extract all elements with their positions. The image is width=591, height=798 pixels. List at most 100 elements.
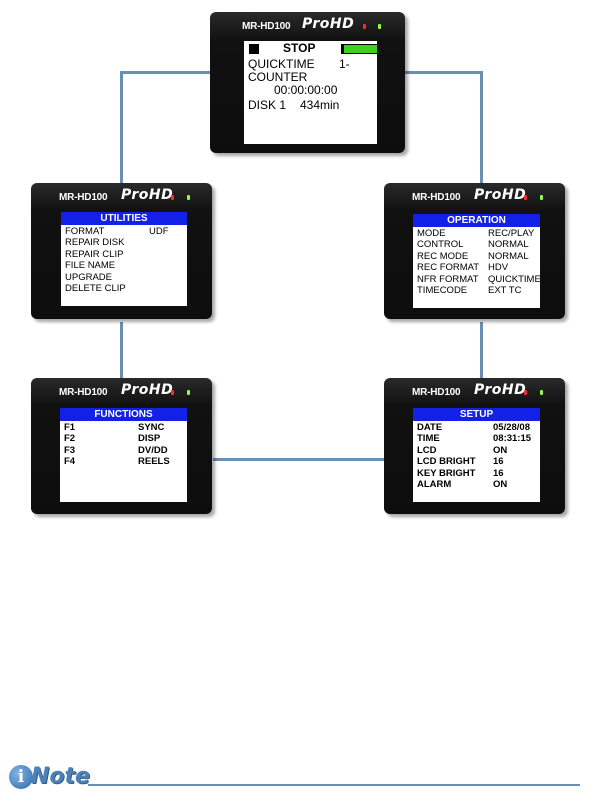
main-screen: STOP QUICKTIME 1- COUNTER 00:00:00:00 DI… <box>244 41 377 144</box>
brand-logo: ProHD <box>474 187 527 203</box>
model-label: MR-HD100 <box>242 21 291 32</box>
menu-item-repair-disk[interactable]: REPAIR DISK <box>61 237 187 248</box>
setup-row-time[interactable]: TIME 08:31:15 <box>413 433 540 444</box>
green-led-icon <box>540 195 543 200</box>
operation-title: OPERATION <box>413 214 540 227</box>
device-header: MR-HD100 ProHD <box>384 187 565 211</box>
info-icon: i <box>9 765 33 789</box>
function-value: DISP <box>138 433 161 445</box>
setup-value: 08:31:15 <box>493 433 532 445</box>
setup-value: 16 <box>493 467 504 479</box>
connector-main-to-operation <box>480 71 483 187</box>
item-label: REPAIR CLIP <box>65 248 124 260</box>
device-header: MR-HD100 ProHD <box>31 187 212 211</box>
connector-main-to-utilities-h <box>120 71 212 74</box>
softkey-sync[interactable]: SYNC <box>248 132 268 139</box>
setting-value: REC/PLAY <box>488 228 535 239</box>
setup-label: TIME <box>417 433 440 445</box>
functions-title: FUNCTIONS <box>60 408 187 421</box>
setting-label: REC MODE <box>417 250 469 262</box>
setup-label: DATE <box>417 422 443 433</box>
clip-format: QUICKTIME <box>248 57 315 71</box>
counter-label: COUNTER <box>248 70 308 84</box>
model-label: MR-HD100 <box>412 387 461 398</box>
menu-item-repair-clip[interactable]: REPAIR CLIP <box>61 249 187 260</box>
status-text: STOP <box>283 41 316 55</box>
utilities-device: MR-HD100 ProHD UTILITIES FORMAT UDF REPAI… <box>31 183 212 319</box>
softkey-disp[interactable]: DISP <box>286 132 303 139</box>
item-label: REPAIR DISK <box>65 237 125 249</box>
item-label: FILE NAME <box>65 260 116 272</box>
setup-row-key-bright[interactable]: KEY BRIGHT 16 <box>413 468 540 479</box>
brand-logo: ProHD <box>121 382 174 398</box>
utilities-screen: UTILITIES FORMAT UDF REPAIR DISK REPAIR C… <box>61 212 187 306</box>
model-label: MR-HD100 <box>412 192 461 203</box>
menu-item-upgrade[interactable]: UPGRADE <box>61 272 187 283</box>
item-label: FORMAT <box>65 226 105 237</box>
utilities-list: FORMAT UDF REPAIR DISK REPAIR CLIP FILE N… <box>61 225 187 294</box>
menu-item-delete-clip[interactable]: DELETE CLIP <box>61 283 187 294</box>
note-heading: Note <box>31 764 90 789</box>
model-label: MR-HD100 <box>59 387 108 398</box>
connector-functions-to-setup <box>213 458 384 461</box>
green-led-icon <box>378 24 381 29</box>
red-led-icon <box>363 24 366 29</box>
setup-label: LCD BRIGHT <box>417 456 476 468</box>
function-value: SYNC <box>138 422 165 433</box>
stop-icon <box>249 44 259 54</box>
green-led-icon <box>540 390 543 395</box>
item-label: DELETE CLIP <box>65 282 126 294</box>
connector-utilities-to-functions <box>120 322 123 380</box>
setup-title: SETUP <box>413 408 540 421</box>
item-value: UDF <box>149 226 169 237</box>
setting-row-control[interactable]: CONTROL NORMAL <box>413 239 540 250</box>
menu-item-file-name[interactable]: FILE NAME <box>61 260 187 271</box>
setting-label: CONTROL <box>417 239 464 251</box>
brand-logo: ProHD <box>121 187 174 203</box>
function-row-f2[interactable]: F2 DISP <box>60 433 187 444</box>
brand-logo: ProHD <box>474 382 527 398</box>
battery-icon <box>341 44 377 54</box>
setup-value: 16 <box>493 456 504 468</box>
model-label: MR-HD100 <box>59 192 108 203</box>
setting-label: NFR FORMAT <box>417 273 479 285</box>
remaining-time: 434min <box>300 98 340 112</box>
setup-label: KEY BRIGHT <box>417 467 476 479</box>
setting-label: REC FORMAT <box>417 262 480 274</box>
function-key: F2 <box>64 433 76 445</box>
utilities-title: UTILITIES <box>61 212 187 225</box>
softkey-dvd[interactable]: DVD <box>320 132 335 139</box>
setup-row-lcd-bright[interactable]: LCD BRIGHT 16 <box>413 456 540 467</box>
connector-operation-to-setup <box>480 322 483 380</box>
note-divider <box>88 784 580 786</box>
softkey-reels[interactable]: REELS <box>352 132 376 139</box>
main-display-device: MR-HD100 ProHD STOP QUICKTIME 1- COUNTER… <box>210 12 405 153</box>
setting-value: NORMAL <box>488 239 529 251</box>
item-label: UPGRADE <box>65 271 112 283</box>
setup-value: ON <box>493 444 508 456</box>
function-key: F4 <box>64 456 76 468</box>
menu-item-format[interactable]: FORMAT UDF <box>61 226 187 237</box>
red-led-icon <box>524 195 527 200</box>
device-header: MR-HD100 ProHD <box>210 16 405 40</box>
red-led-icon <box>171 195 174 200</box>
green-led-icon <box>187 390 190 395</box>
